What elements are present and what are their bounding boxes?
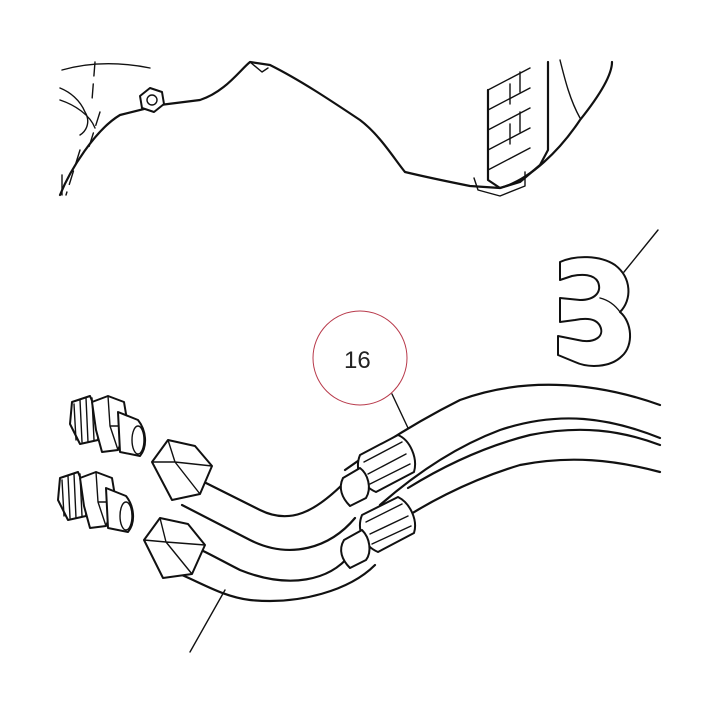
lower-ferrule bbox=[340, 496, 416, 569]
upper-housing bbox=[58, 59, 614, 197]
callout-ring bbox=[312, 310, 408, 406]
upper-adapter bbox=[69, 395, 146, 457]
callout-label: 16 bbox=[344, 347, 371, 374]
lower-hex-nut bbox=[143, 517, 206, 579]
callout-16: 16 bbox=[312, 310, 409, 429]
upper-ferrule bbox=[339, 434, 416, 507]
lower-adapter bbox=[57, 471, 134, 533]
upper-hex-nut bbox=[151, 439, 213, 501]
callout-leader bbox=[391, 393, 409, 429]
retaining-clip bbox=[557, 229, 659, 367]
hose-assembly bbox=[143, 383, 662, 653]
